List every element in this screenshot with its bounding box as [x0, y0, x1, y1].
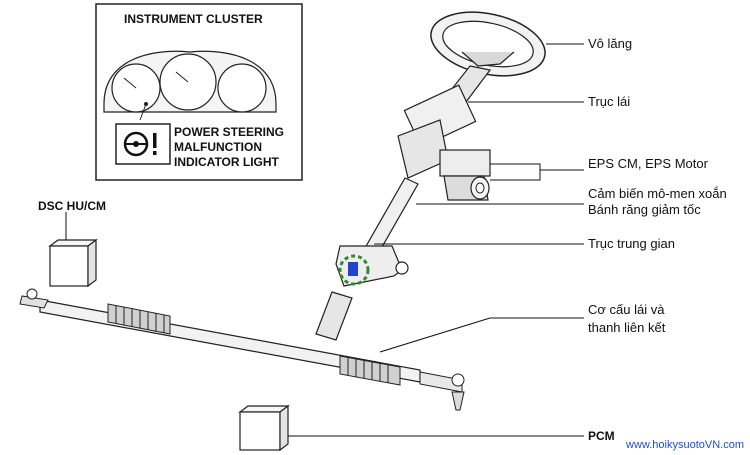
instrument-cluster-panel: [95, 3, 303, 181]
label-pcm: PCM: [588, 429, 615, 443]
watermark-text: www.hoikysuotoVN.com: [626, 439, 744, 451]
label-reduction-gear: Bánh răng giảm tốc: [588, 202, 701, 217]
label-steering-wheel: Vô lăng: [588, 36, 633, 51]
label-dsc: DSC HU/CM: [38, 199, 106, 213]
steering-rack: [19, 288, 465, 411]
label-gear-linkage-line2: thanh liên kết: [588, 320, 666, 335]
indicator-line-1: POWER STEERING: [174, 125, 285, 139]
eps-motor-unit: [439, 149, 491, 201]
universal-joint-highlight: [338, 254, 370, 286]
label-torque-sensor: Cảm biến mô-men xoắn: [588, 186, 727, 201]
fuel-gauge: [217, 63, 267, 113]
label-gear-linkage-line1: Cơ cấu lái và: [588, 302, 665, 317]
leader-lines: [65, 43, 584, 437]
steering-wheel: [430, 11, 546, 77]
indicator-line-2: MALFUNCTION: [174, 140, 262, 154]
power-steering-indicator-label: POWER STEERING MALFUNCTION INDICATOR LIG…: [174, 125, 284, 170]
dsc-module-box: [48, 238, 98, 288]
label-eps: EPS CM, EPS Motor: [588, 156, 708, 171]
cluster-title: INSTRUMENT CLUSTER: [124, 12, 263, 26]
pcm-module-box: [238, 404, 290, 452]
label-steering-shaft: Trục lái: [588, 94, 631, 109]
label-intermediate-shaft: Trục trung gian: [588, 236, 675, 251]
indicator-line-3: INDICATOR LIGHT: [174, 155, 279, 169]
pinion-housing: [315, 291, 353, 341]
